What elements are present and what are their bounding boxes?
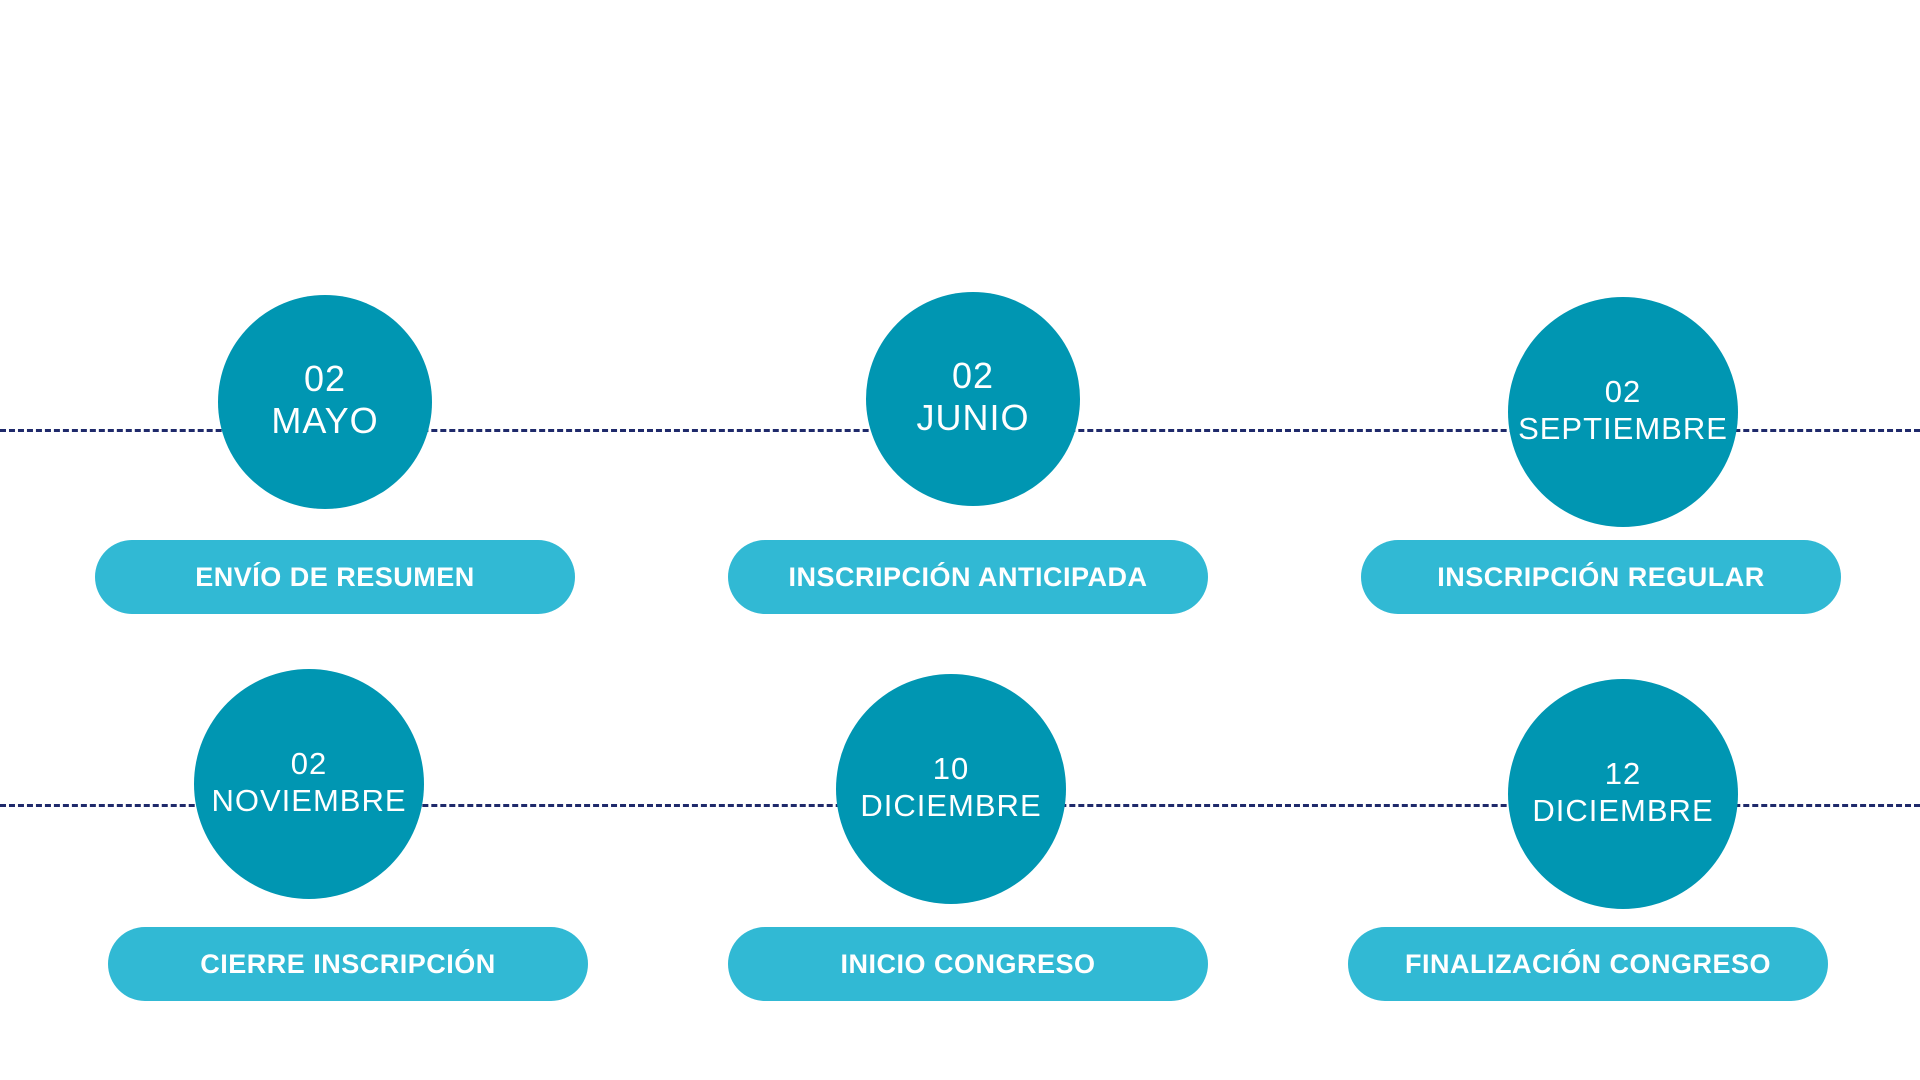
date-circle-diciembre-10: 10 DICIEMBRE bbox=[836, 674, 1066, 904]
date-month: JUNIO bbox=[916, 397, 1030, 439]
date-circle-mayo: 02 MAYO bbox=[218, 295, 432, 509]
date-circle-septiembre: 02 SEPTIEMBRE bbox=[1508, 297, 1738, 527]
date-month: DICIEMBRE bbox=[1532, 792, 1714, 828]
date-month: SEPTIEMBRE bbox=[1518, 410, 1728, 446]
date-circle-noviembre: 02 NOVIEMBRE bbox=[194, 669, 424, 899]
date-month: MAYO bbox=[271, 400, 379, 442]
event-label-inicio-congreso: INICIO CONGRESO bbox=[728, 927, 1208, 1001]
event-label-inscripcion-regular: INSCRIPCIÓN REGULAR bbox=[1361, 540, 1841, 614]
date-day: 02 bbox=[951, 354, 995, 396]
event-label-finalizacion-congreso: FINALIZACIÓN CONGRESO bbox=[1348, 927, 1828, 1001]
date-month: NOVIEMBRE bbox=[211, 782, 407, 818]
date-day: 02 bbox=[1604, 373, 1642, 409]
event-label-inscripcion-anticipada: INSCRIPCIÓN ANTICIPADA bbox=[728, 540, 1208, 614]
event-label-cierre-inscripcion: CIERRE INSCRIPCIÓN bbox=[108, 927, 588, 1001]
date-month: DICIEMBRE bbox=[860, 787, 1042, 823]
date-circle-diciembre-12: 12 DICIEMBRE bbox=[1508, 679, 1738, 909]
date-day: 10 bbox=[932, 750, 970, 786]
date-day: 02 bbox=[290, 745, 328, 781]
date-day: 12 bbox=[1604, 755, 1642, 791]
date-circle-junio: 02 JUNIO bbox=[866, 292, 1080, 506]
date-day: 02 bbox=[303, 357, 347, 399]
event-label-envio-de-resumen: ENVÍO DE RESUMEN bbox=[95, 540, 575, 614]
